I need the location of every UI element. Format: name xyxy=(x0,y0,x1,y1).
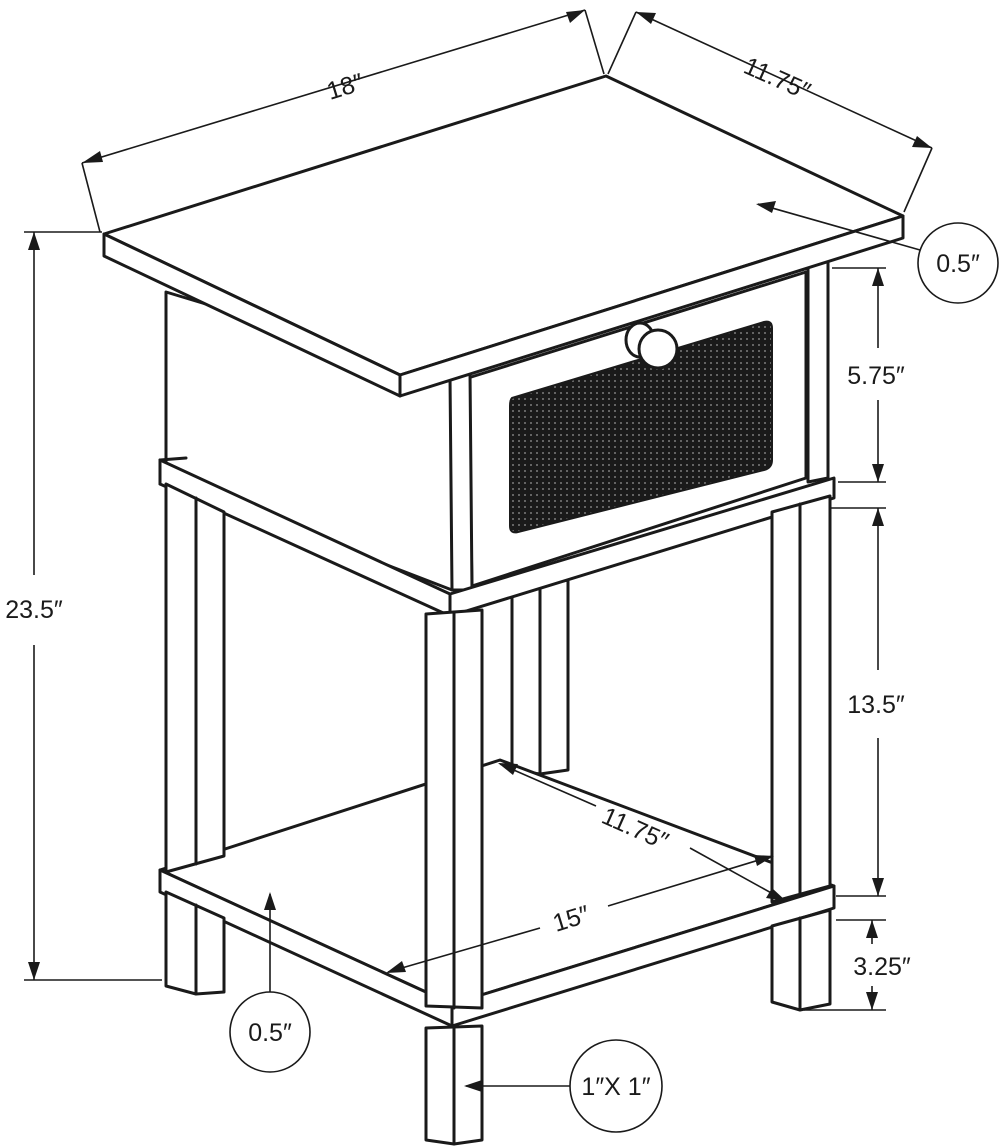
dimension-drawer-height xyxy=(832,267,886,483)
dimension-shelf-width xyxy=(386,855,774,973)
left-leg xyxy=(164,482,226,996)
apron-rail xyxy=(158,456,836,618)
dimension-open-height xyxy=(830,507,886,897)
label-total-height: 23.5″ xyxy=(5,596,63,624)
table-top xyxy=(102,74,905,398)
dimension-leg-clearance xyxy=(804,919,886,1011)
callout-top-thickness xyxy=(756,201,999,304)
lower-shelf xyxy=(158,758,836,1028)
label-drawer-height: 5.75″ xyxy=(847,362,905,390)
dimension-shelf-depth xyxy=(498,763,786,901)
label-width-18: 18″ xyxy=(324,68,367,106)
drawer-knob xyxy=(624,321,679,370)
label-open-height: 13.5″ xyxy=(847,691,905,719)
dimension-depth-1175 xyxy=(607,11,933,213)
label-leg-size: 1″X 1″ xyxy=(581,1073,650,1101)
dimension-total-height xyxy=(24,231,162,981)
right-leg xyxy=(770,494,832,1012)
callout-leg-size xyxy=(464,1039,663,1133)
callout-shelf-thickness xyxy=(229,892,311,1073)
label-depth-1175: 11.75″ xyxy=(740,52,815,106)
dimension-width-18 xyxy=(81,9,605,233)
back-right-leg xyxy=(510,578,570,776)
label-top-thickness: 0.5″ xyxy=(936,250,980,278)
label-shelf-thickness: 0.5″ xyxy=(248,1019,292,1047)
front-leg xyxy=(424,608,484,1146)
label-leg-clearance: 3.25″ xyxy=(853,953,911,981)
cane-panel xyxy=(509,320,773,534)
